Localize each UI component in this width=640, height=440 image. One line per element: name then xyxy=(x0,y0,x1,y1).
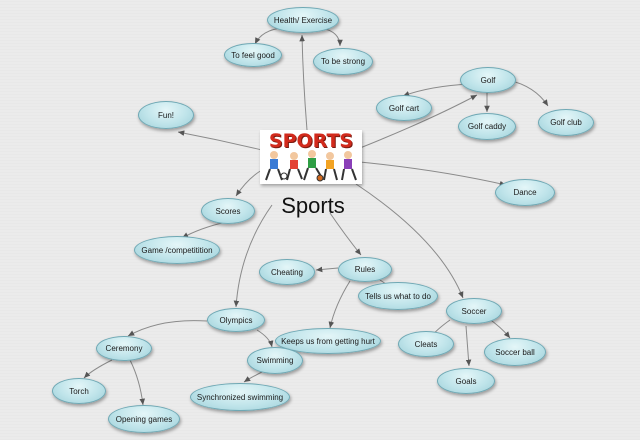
edge-rules-keeps xyxy=(328,280,351,329)
edge-center-olympics xyxy=(233,204,273,308)
edge-olympics-ceremony xyxy=(127,320,208,337)
node-to-feel-good[interactable]: To feel good xyxy=(224,43,282,67)
node-cheating[interactable]: Cheating xyxy=(259,259,315,285)
node-cleats[interactable]: Cleats xyxy=(398,331,454,357)
edge-ceremony-torch xyxy=(83,359,113,379)
edge-center-soccer xyxy=(355,183,464,299)
edge-center-scores xyxy=(235,169,263,197)
edge-health-strong xyxy=(321,27,343,47)
sports-banner-image: SPORTS xyxy=(260,130,362,184)
node-soccer-ball[interactable]: Soccer ball xyxy=(484,338,546,366)
node-golf[interactable]: Golf xyxy=(460,67,516,93)
sports-banner-text: SPORTS xyxy=(268,130,354,152)
node-opening-games[interactable]: Opening games xyxy=(108,405,180,433)
edge-center-fun xyxy=(177,130,263,151)
node-game-competition[interactable]: Game /competitition xyxy=(134,236,220,264)
edge-center-golf xyxy=(359,94,478,149)
node-synchronized-swimming[interactable]: Synchronized swimming xyxy=(190,383,290,411)
node-torch[interactable]: Torch xyxy=(52,378,106,404)
node-soccer[interactable]: Soccer xyxy=(446,298,502,324)
central-topic-title: Sports xyxy=(281,193,345,218)
edge-center-rules xyxy=(329,212,362,256)
edge-health-feelgood xyxy=(254,27,283,45)
node-health-exercise[interactable]: Health/ Exercise xyxy=(267,7,339,33)
sports-clipart-icon xyxy=(265,150,357,182)
edge-ceremony-opening xyxy=(129,359,146,406)
node-golf-club[interactable]: Golf club xyxy=(538,109,594,136)
node-fun[interactable]: Fun! xyxy=(138,101,194,129)
edge-soccer-goals xyxy=(465,325,472,367)
edge-rules-cheating xyxy=(315,266,339,273)
node-rules[interactable]: Rules xyxy=(338,257,392,282)
node-to-be-strong[interactable]: To be strong xyxy=(313,48,373,75)
edge-center-dance xyxy=(359,161,507,187)
node-golf-caddy[interactable]: Golf caddy xyxy=(458,113,516,140)
node-tells-us-what-to-do[interactable]: Tells us what to do xyxy=(358,282,438,310)
edge-center-health xyxy=(299,34,308,131)
edge-golf-cart xyxy=(402,83,471,97)
edge-olympics-swimming xyxy=(256,329,274,348)
node-ceremony[interactable]: Ceremony xyxy=(96,336,152,361)
node-goals[interactable]: Goals xyxy=(437,368,495,394)
node-olympics[interactable]: Olympics xyxy=(207,308,265,332)
edge-swimming-sync xyxy=(243,371,263,383)
node-scores[interactable]: Scores xyxy=(201,198,255,224)
node-golf-cart[interactable]: Golf cart xyxy=(376,95,432,121)
node-swimming[interactable]: Swimming xyxy=(247,347,303,374)
node-dance[interactable]: Dance xyxy=(495,179,555,206)
